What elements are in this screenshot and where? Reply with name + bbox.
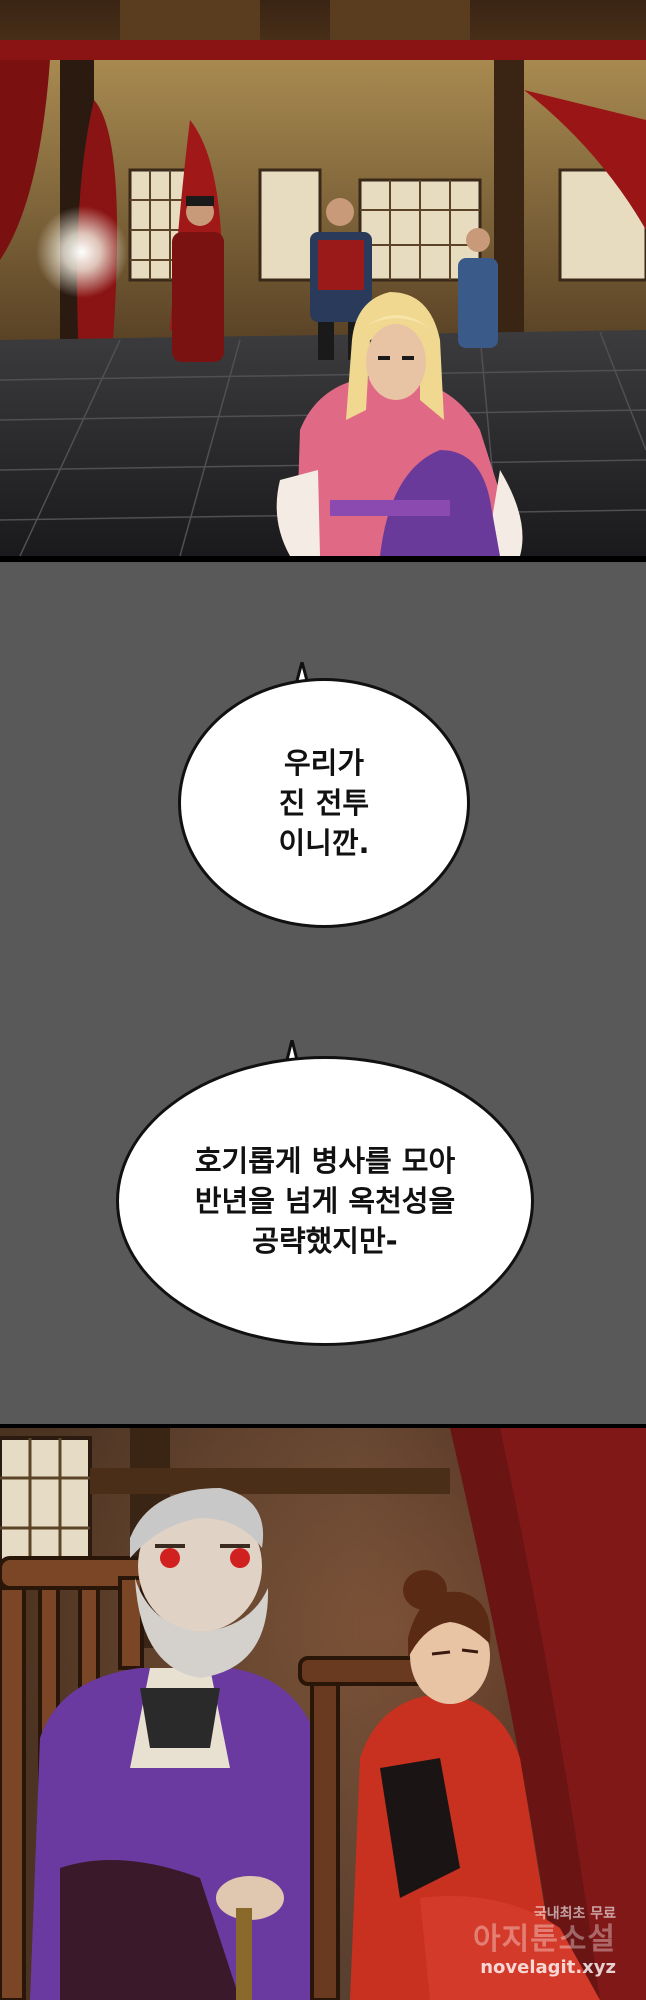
speech-bubble-1: 우리가 진 전투 이니깐. — [178, 678, 470, 928]
seated-elders-illustration — [0, 1428, 646, 2000]
speech-panel: 우리가 진 전투 이니깐. 호기롭게 병사를 모아 반년을 넘게 옥천성을 공략… — [0, 562, 646, 1424]
panel-border — [0, 1424, 646, 1428]
site-watermark: 국내최초 무료 아지툰소설 novelagit.xyz — [473, 1903, 616, 1978]
bubble-2-line-3: 공략했지만- — [252, 1224, 398, 1258]
watermark-tagline: 국내최초 무료 — [533, 1906, 616, 1922]
palace-hall-illustration — [0, 0, 646, 556]
bubble-2-line-2: 반년을 넘게 옥천성을 — [194, 1184, 456, 1218]
panel-palace-hall — [0, 0, 646, 556]
watermark-url: novelagit.xyz — [480, 1957, 616, 1978]
speech-bubble-1-text: 우리가 진 전투 이니깐. — [278, 743, 369, 863]
speech-bubble-2: 호기롭게 병사를 모아 반년을 넘게 옥천성을 공략했지만- — [116, 1056, 534, 1346]
panel-seated-elders: 국내최초 무료 아지툰소설 novelagit.xyz — [0, 1428, 646, 2000]
bubble-2-line-1: 호기롭게 병사를 모아 — [194, 1144, 456, 1178]
speech-bubble-2-text: 호기롭게 병사를 모아 반년을 넘게 옥천성을 공략했지만- — [195, 1141, 455, 1261]
bubble-1-line-3: 이니깐. — [278, 826, 370, 860]
watermark-brand: 아지툰소설 — [473, 1922, 616, 1957]
bubble-1-line-2: 진 전투 — [278, 786, 370, 820]
panel-border — [0, 556, 646, 562]
bubble-1-line-1: 우리가 — [283, 746, 365, 780]
